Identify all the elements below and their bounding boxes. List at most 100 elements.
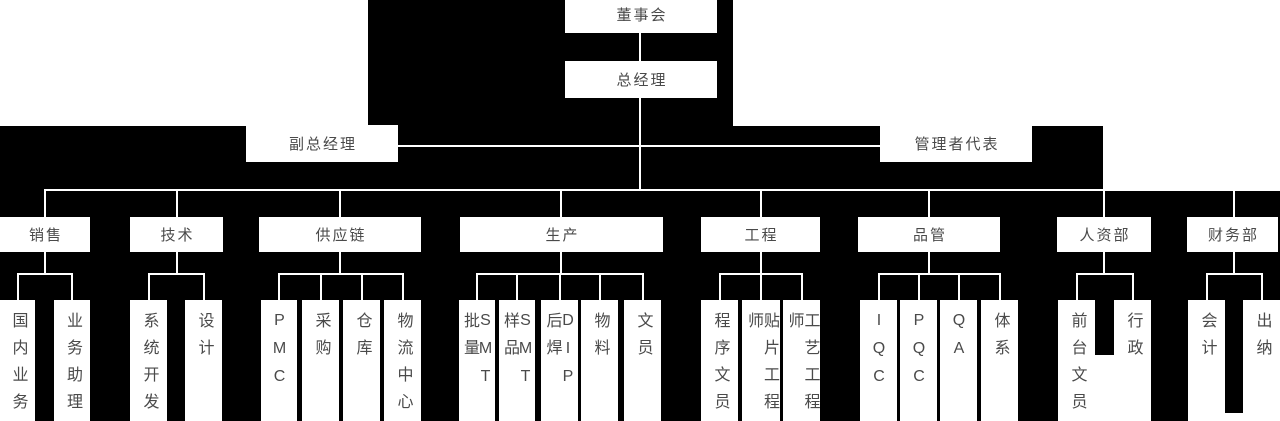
connector-board-gm <box>639 33 641 61</box>
connector-engineering-rail <box>719 273 803 275</box>
connector-production-rail <box>476 273 644 275</box>
node-system-label: 体系 <box>991 312 1009 366</box>
node-logistics-center: 物流中心 <box>384 300 421 421</box>
node-purchasing: 采购 <box>302 300 339 421</box>
node-cashier: 出纳 <box>1243 300 1280 421</box>
connector-domestic-business <box>17 275 19 300</box>
connector-departments-rail <box>44 189 1234 191</box>
node-pqc: PQC <box>900 300 937 421</box>
node-management-rep: 管理者代表 <box>880 125 1032 162</box>
connector-gm-departments <box>639 98 641 191</box>
node-general-manager: 总经理 <box>565 61 717 98</box>
connector-business-assistant <box>71 275 73 300</box>
connector-quality-down <box>928 252 930 273</box>
connector-supply-chain-top <box>339 191 341 217</box>
connector-cashier <box>1261 275 1263 300</box>
node-accounting: 会计 <box>1188 300 1225 421</box>
connector-purchasing <box>320 275 322 300</box>
connector-quality-rail <box>878 273 1001 275</box>
connector-program-clerk <box>719 275 721 300</box>
connector-production-down <box>560 252 562 273</box>
node-design: 设计 <box>185 300 222 421</box>
node-front-desk-clerk: 前台文员 <box>1058 300 1095 421</box>
node-business-assistant-label: 业务助理 <box>64 312 81 420</box>
node-accounting-label: 会计 <box>1198 312 1216 366</box>
dept-technology: 技术 <box>130 217 223 252</box>
node-smt-sample-label: SMT样品 <box>501 312 534 396</box>
connector-qa <box>958 275 960 300</box>
node-system: 体系 <box>981 300 1018 421</box>
connector-hr-down <box>1103 252 1105 273</box>
node-process-engineer: 工艺工程师 <box>783 300 820 421</box>
connector-supply-chain-down <box>339 252 341 273</box>
connector-design <box>203 275 205 300</box>
connector-front-desk-clerk <box>1076 275 1078 300</box>
node-management-rep-label: 管理者代表 <box>914 136 1000 153</box>
node-process-engineer-label: 工艺工程师 <box>785 312 819 420</box>
node-design-label: 设计 <box>195 312 213 366</box>
connector-accounting <box>1206 275 1208 300</box>
dept-quality: 品管 <box>858 217 1000 252</box>
connector-production-top <box>560 191 562 217</box>
dept-hr-label: 人资部 <box>1079 227 1131 244</box>
connector-sales-down <box>44 252 46 273</box>
dept-engineering-label: 工程 <box>744 227 779 244</box>
connector-finance-rail <box>1206 273 1263 275</box>
connector-logistics-center <box>402 275 404 300</box>
connector-pqc <box>918 275 920 300</box>
node-cashier-label: 出纳 <box>1253 312 1271 366</box>
dept-finance-label: 财务部 <box>1207 227 1259 244</box>
connector-process-engineer <box>801 275 803 300</box>
node-logistics-center-label: 物流中心 <box>394 312 412 420</box>
bg-rect-right <box>1103 126 1280 191</box>
connector-technology-rail <box>148 273 205 275</box>
connector-finance-top <box>1233 191 1235 217</box>
node-system-development: 系统开发 <box>130 300 167 421</box>
connector-system <box>999 275 1001 300</box>
node-smt-sample: SMT样品 <box>499 300 535 421</box>
connector-iqc <box>878 275 880 300</box>
connector-engineering-down <box>760 252 762 273</box>
connector-quality-top <box>928 191 930 217</box>
node-materials: 物料 <box>581 300 618 421</box>
bg-rect-top-left <box>0 0 368 126</box>
node-dip-soldering: DIP后焊 <box>541 300 578 421</box>
node-admin-label: 行政 <box>1124 312 1142 366</box>
dept-production: 生产 <box>460 217 663 252</box>
node-smt-batch: SMT批量 <box>459 300 495 421</box>
dept-technology-label: 技术 <box>160 227 195 244</box>
connector-smt-engineer <box>760 275 762 300</box>
dept-supply-chain-label: 供应链 <box>315 227 367 244</box>
node-smt-engineer-label: 贴片工程师 <box>745 312 778 420</box>
node-warehouse-label: 仓库 <box>353 312 371 366</box>
node-admin: 行政 <box>1114 300 1151 421</box>
dept-engineering: 工程 <box>701 217 820 252</box>
node-deputy-gm-label: 副总经理 <box>288 136 357 153</box>
node-board-label: 董事会 <box>616 7 668 24</box>
connector-hr-rail <box>1076 273 1134 275</box>
connector-technology-down <box>176 252 178 273</box>
node-clerk-label: 文员 <box>634 312 652 366</box>
node-smt-batch-label: SMT批量 <box>461 312 494 396</box>
node-materials-label: 物料 <box>591 312 609 366</box>
dept-sales-label: 销售 <box>28 227 63 244</box>
node-pmc: PMC <box>261 300 297 421</box>
connector-hr-top <box>1103 191 1105 217</box>
node-pqc-label: PQC <box>910 312 928 396</box>
node-smt-engineer: 贴片工程师 <box>742 300 780 421</box>
connector-finance-down <box>1233 252 1235 273</box>
node-purchasing-label: 采购 <box>312 312 330 366</box>
node-qa-label: QA <box>950 312 968 368</box>
node-business-assistant: 业务助理 <box>54 300 90 421</box>
connector-admin <box>1132 275 1134 300</box>
bg-fill-finance <box>1225 413 1243 421</box>
bg-rect-top-right <box>733 0 1280 126</box>
connector-system-development <box>148 275 150 300</box>
node-dip-soldering-label: DIP后焊 <box>543 312 577 396</box>
dept-supply-chain: 供应链 <box>259 217 421 252</box>
connector-sales-top <box>44 191 46 217</box>
node-iqc-label: IQC <box>870 312 888 396</box>
node-domestic-business: 国内业务 <box>0 300 35 421</box>
connector-engineering-top <box>760 191 762 217</box>
